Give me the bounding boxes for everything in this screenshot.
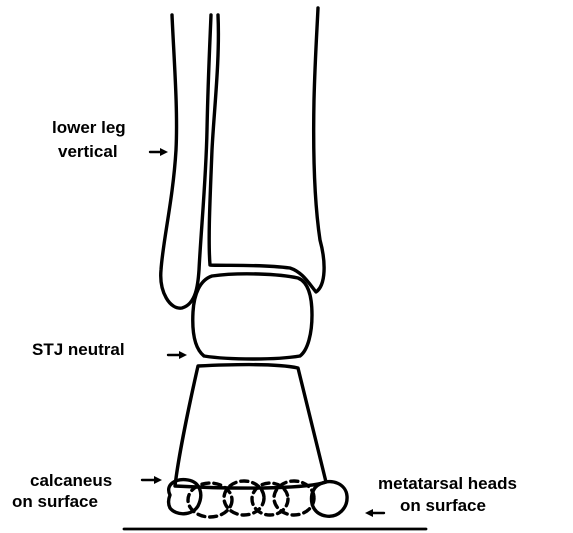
arrow-lower-leg (150, 148, 168, 156)
label-lower-leg-line2: vertical (58, 142, 118, 162)
arrow-calcaneus (142, 476, 162, 484)
fibula (161, 15, 211, 308)
label-stj-neutral: STJ neutral (32, 340, 125, 360)
calcaneus (175, 365, 326, 488)
arrow-stj (168, 351, 187, 359)
label-calcaneus-line1: calcaneus (30, 471, 112, 491)
tibia (209, 8, 324, 292)
label-metatarsal-line2: on surface (400, 496, 486, 516)
label-metatarsal-line1: metatarsal heads (378, 474, 517, 494)
talus (193, 274, 312, 359)
label-calcaneus-line2: on surface (12, 492, 98, 512)
label-lower-leg-line1: lower leg (52, 118, 126, 138)
heel-pad-left (169, 480, 201, 514)
arrow-metatarsal (365, 509, 384, 517)
heel-pad-right (312, 482, 348, 517)
